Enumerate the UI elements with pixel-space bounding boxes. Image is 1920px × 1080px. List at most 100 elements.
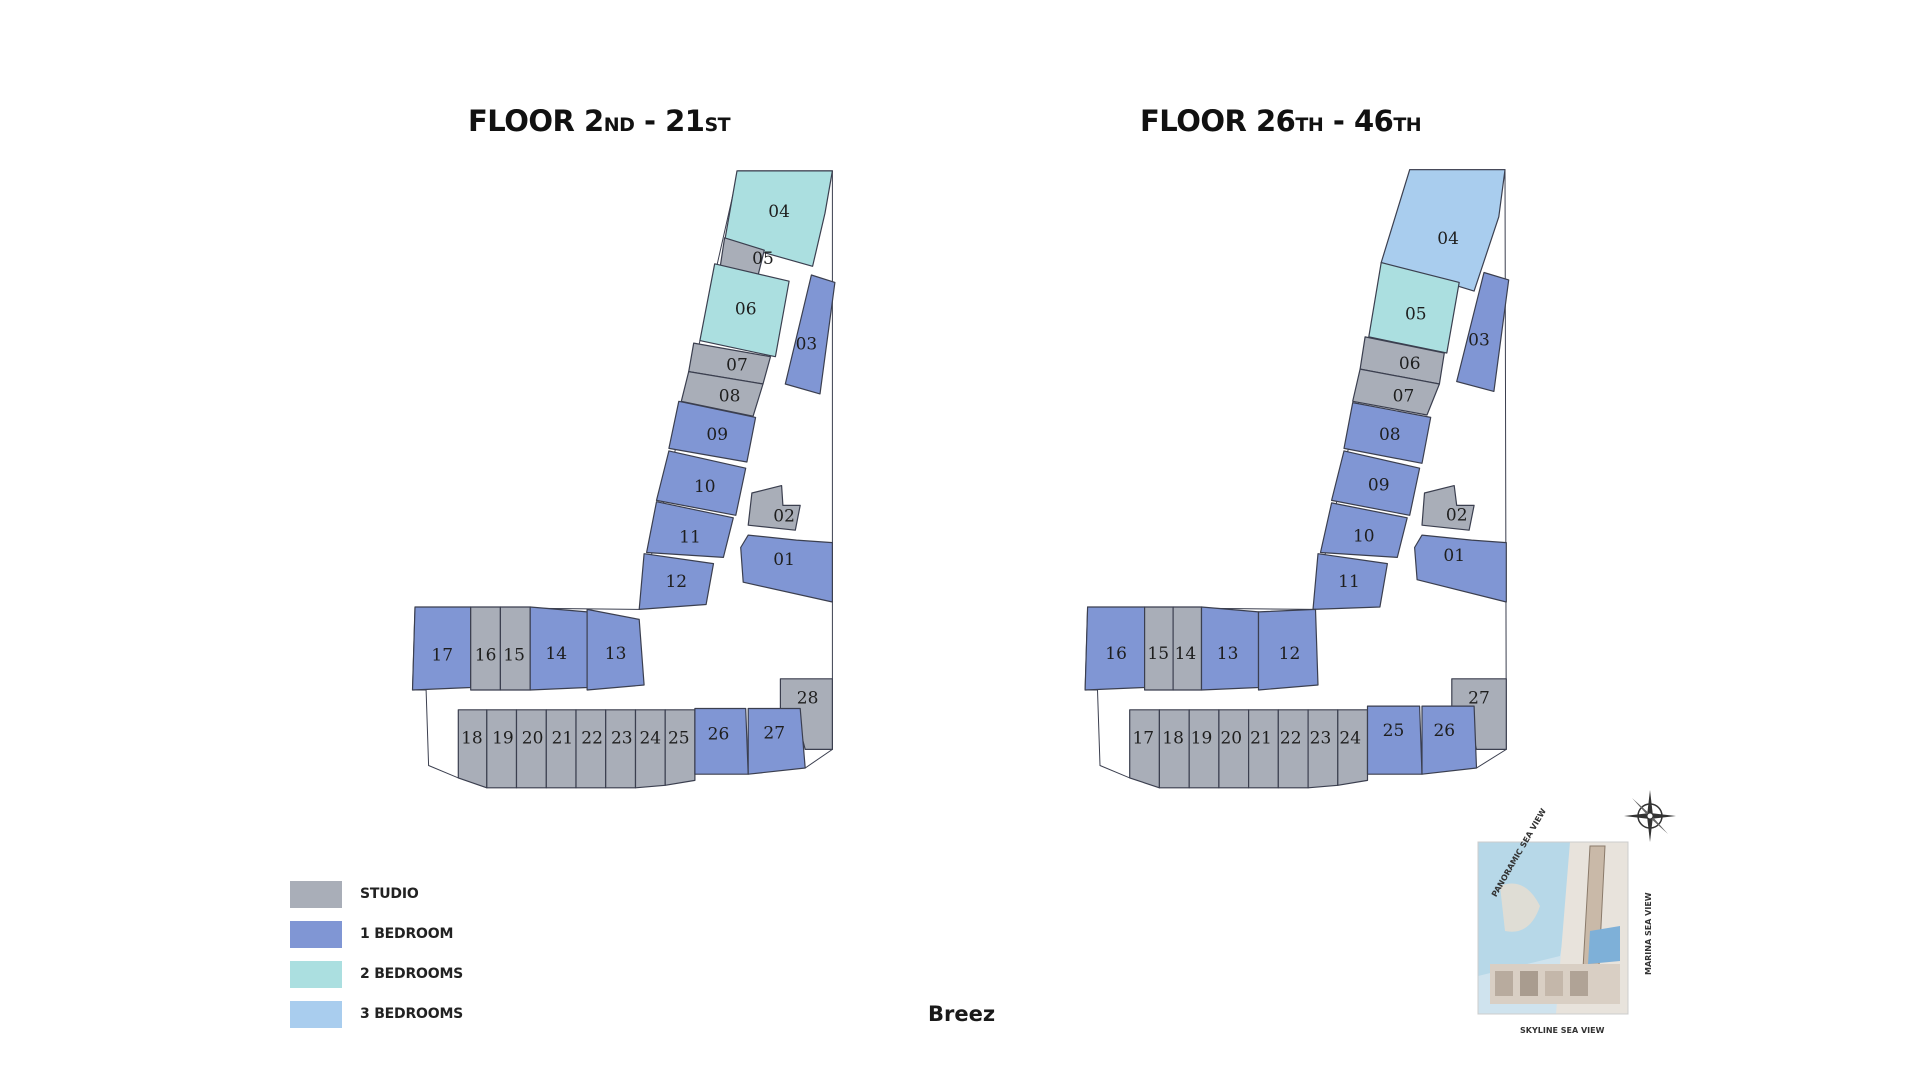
unit-label: 27 bbox=[763, 723, 785, 743]
unit-label: 15 bbox=[1147, 644, 1169, 664]
unit-label: 12 bbox=[665, 572, 687, 592]
unit-label: 25 bbox=[1383, 721, 1405, 741]
unit-label: 25 bbox=[668, 728, 690, 748]
unit-right-26[interactable] bbox=[1421, 705, 1478, 775]
unit-left-11[interactable] bbox=[645, 501, 734, 559]
unit-right-17[interactable] bbox=[1129, 709, 1161, 789]
unit-right-11[interactable] bbox=[1312, 553, 1389, 611]
unit-right-09[interactable] bbox=[1330, 450, 1421, 516]
unit-left-03[interactable] bbox=[784, 274, 836, 395]
unit-right-07[interactable] bbox=[1352, 368, 1441, 416]
title-suffix2: ST bbox=[704, 114, 731, 136]
legend-label: STUDIO bbox=[360, 886, 419, 902]
site-map-image bbox=[1477, 841, 1629, 1015]
unit-right-08[interactable] bbox=[1343, 402, 1432, 464]
unit-left-09[interactable] bbox=[668, 400, 757, 463]
unit-left-20[interactable] bbox=[515, 709, 547, 789]
unit-right-18[interactable] bbox=[1158, 709, 1190, 789]
unit-label: 18 bbox=[461, 728, 483, 748]
unit-label: 07 bbox=[726, 355, 748, 375]
legend-item-studio: STUDIO bbox=[290, 874, 463, 914]
legend-swatch-1-bedroom bbox=[290, 920, 342, 948]
unit-left-12[interactable] bbox=[638, 553, 715, 611]
unit-label: 18 bbox=[1162, 728, 1184, 748]
legend-item-2-bedrooms: 2 BEDROOMS bbox=[290, 954, 463, 994]
title-sep: - bbox=[1323, 104, 1354, 138]
unit-right-20[interactable] bbox=[1218, 709, 1250, 789]
unit-right-23[interactable] bbox=[1307, 709, 1339, 789]
unit-label: 02 bbox=[773, 507, 795, 527]
title-sep: - bbox=[634, 104, 666, 138]
title-prefix: FLOOR bbox=[468, 104, 584, 138]
legend-swatch-3-bedrooms bbox=[290, 1000, 342, 1028]
unit-left-23[interactable] bbox=[605, 709, 637, 789]
unit-label: 11 bbox=[1338, 572, 1360, 592]
unit-label: 17 bbox=[1132, 728, 1154, 748]
unit-right-12[interactable] bbox=[1257, 608, 1319, 691]
unit-label: 15 bbox=[503, 645, 525, 665]
unit-right-02[interactable] bbox=[1421, 485, 1475, 531]
unit-label: 26 bbox=[1433, 721, 1455, 741]
unit-label: 07 bbox=[1393, 386, 1415, 406]
site-label-skyline: SKYLINE SEA VIEW bbox=[1520, 1026, 1605, 1035]
unit-left-27[interactable] bbox=[747, 707, 806, 775]
floor-title-right: FLOOR 26TH - 46TH bbox=[1140, 104, 1422, 138]
unit-label: 24 bbox=[639, 728, 661, 748]
unit-right-21[interactable] bbox=[1247, 709, 1279, 789]
legend-item-1-bedroom: 1 BEDROOM bbox=[290, 914, 463, 954]
unit-left-21[interactable] bbox=[545, 709, 577, 789]
legend-item-3-bedrooms: 3 BEDROOMS bbox=[290, 994, 463, 1034]
unit-right-01[interactable] bbox=[1413, 534, 1507, 603]
legend-swatch-2-bedrooms bbox=[290, 960, 342, 988]
unit-left-24[interactable] bbox=[634, 709, 666, 789]
unit-left-01[interactable] bbox=[740, 534, 834, 603]
unit-label: 04 bbox=[768, 202, 790, 222]
unit-label: 20 bbox=[522, 728, 544, 748]
project-caption: Breez bbox=[928, 1002, 996, 1026]
unit-label: 11 bbox=[679, 528, 701, 548]
unit-label: 16 bbox=[1105, 644, 1127, 664]
unit-label: 12 bbox=[1279, 644, 1301, 664]
unit-right-19[interactable] bbox=[1188, 709, 1220, 789]
unit-label: 09 bbox=[706, 425, 728, 445]
legend: STUDIO 1 BEDROOM 2 BEDROOMS 3 BEDROOMS bbox=[290, 874, 463, 1034]
unit-left-18[interactable] bbox=[457, 709, 488, 789]
unit-left-13[interactable] bbox=[586, 608, 645, 691]
unit-label: 05 bbox=[1405, 305, 1427, 325]
unit-label: 19 bbox=[1191, 728, 1213, 748]
unit-label: 22 bbox=[1280, 728, 1302, 748]
unit-label: 09 bbox=[1368, 476, 1390, 496]
unit-left-22[interactable] bbox=[575, 709, 607, 789]
unit-label: 05 bbox=[752, 249, 774, 269]
unit-right-05[interactable] bbox=[1368, 262, 1460, 354]
unit-right-03[interactable] bbox=[1456, 271, 1510, 392]
unit-left-06[interactable] bbox=[699, 263, 790, 358]
legend-label: 3 BEDROOMS bbox=[360, 1006, 464, 1022]
unit-label: 24 bbox=[1339, 728, 1361, 748]
unit-right-04[interactable] bbox=[1380, 169, 1506, 292]
unit-label: 04 bbox=[1437, 229, 1459, 249]
unit-label: 14 bbox=[1175, 644, 1197, 664]
title-suffix2: TH bbox=[1393, 114, 1422, 136]
unit-left-04[interactable] bbox=[723, 170, 834, 267]
unit-right-22[interactable] bbox=[1277, 709, 1309, 789]
unit-left-02[interactable] bbox=[747, 485, 801, 531]
unit-label: 16 bbox=[475, 645, 497, 665]
title-num2: 46 bbox=[1353, 104, 1394, 138]
site-label-marina: MARINA SEA VIEW bbox=[1644, 892, 1653, 975]
unit-label: 19 bbox=[492, 728, 514, 748]
unit-left-25[interactable] bbox=[664, 709, 696, 786]
unit-label: 21 bbox=[552, 728, 574, 748]
unit-left-19[interactable] bbox=[486, 709, 518, 789]
unit-label: 20 bbox=[1220, 728, 1242, 748]
unit-right-10[interactable] bbox=[1319, 502, 1408, 559]
unit-label: 10 bbox=[1353, 526, 1375, 546]
unit-label: 01 bbox=[1443, 546, 1465, 566]
unit-label: 06 bbox=[1399, 354, 1421, 374]
unit-left-10[interactable] bbox=[655, 450, 747, 516]
legend-label: 1 BEDROOM bbox=[360, 926, 454, 942]
unit-right-24[interactable] bbox=[1337, 709, 1369, 786]
unit-left-08[interactable] bbox=[680, 371, 764, 417]
